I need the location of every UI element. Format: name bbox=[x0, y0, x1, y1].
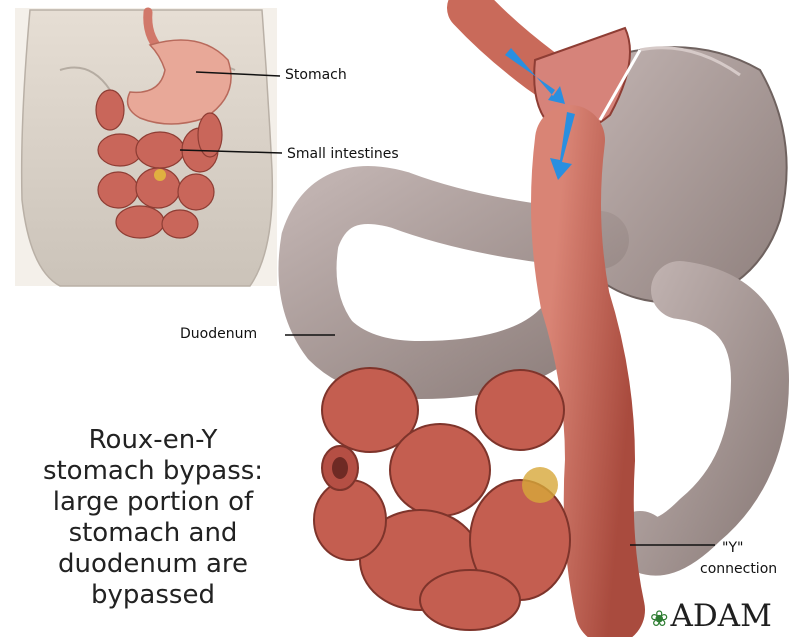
caption-line: Roux-en-Y bbox=[28, 425, 278, 456]
duodenum-label: Duodenum bbox=[180, 326, 257, 342]
mesentery-fat bbox=[522, 467, 558, 503]
caption-line: large portion of bbox=[28, 487, 278, 518]
caption-line: stomach and bbox=[28, 518, 278, 549]
adam-logo: ❀ADAM bbox=[650, 598, 772, 634]
logo-text: ADAM bbox=[670, 598, 771, 634]
torso-inset bbox=[15, 8, 277, 286]
caption-line: stomach bypass: bbox=[28, 456, 278, 487]
stomach-label: Stomach bbox=[285, 67, 347, 83]
small-intestines-label: Small intestines bbox=[287, 146, 399, 162]
y-connection-label-line1: "Y" bbox=[722, 540, 743, 556]
caption-text: Roux-en-Y stomach bypass: large portion … bbox=[28, 425, 278, 611]
leaf-icon: ❀ bbox=[650, 607, 668, 632]
caption-line: duodenum are bbox=[28, 549, 278, 580]
caption-line: bypassed bbox=[28, 580, 278, 611]
y-connection-label-line2: connection bbox=[700, 561, 777, 577]
